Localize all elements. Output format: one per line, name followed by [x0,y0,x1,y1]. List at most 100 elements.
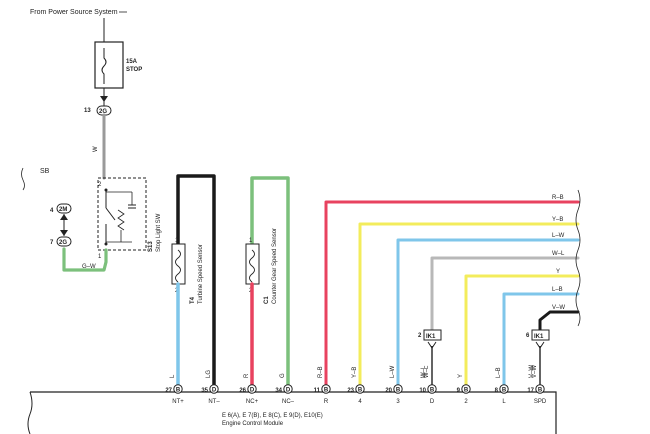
connector-2m-id: 2M [59,207,67,213]
ecm-pin-wire-label: L–B [496,367,502,378]
stop-switch-name: Stop Light SW [156,213,162,252]
ecm-connectors: E 6(A), E 7(B), E 8(C), E 9(D), E10(E) [222,413,323,419]
ecm-pin-terminal: R [324,399,329,405]
connector-2g-id: 2G [99,109,107,115]
ecm-pin-terminal: NC+ [246,399,259,405]
stop-switch-id: S13 [148,241,154,252]
ecm-pin-connector [427,384,437,394]
ik1-left-wire: W–L [421,365,427,378]
ecm-pin-connector-letter: B [430,387,435,393]
wire-label-w-l: W–L [552,251,565,257]
fuse-box [94,41,124,89]
wire-label-y: Y [556,269,560,275]
sb-label: SB [40,168,50,175]
wire-label-v-w: V–W [552,305,565,311]
connector-2g-lower-pin: 7 [50,240,54,246]
wire-gw [62,247,108,272]
wire-lg [176,174,216,388]
ecm-pin-connector [173,384,183,394]
ecm-pin-number: 17 [527,388,534,394]
ecm-pin-connector-letter: B [176,387,181,393]
ik1-left-id: IK1 [426,334,436,340]
stop-switch-pin-bottom: 1 [98,254,102,260]
ecm-pin-connector-letter: B [538,387,543,393]
ecm-pin-connector [393,384,403,394]
counter-sensor-id: C1 [264,296,270,304]
ecm-pin-connector [461,384,471,394]
ecm-break-mark [27,391,33,434]
ik1-right-pin: 6 [526,333,530,339]
turbine-sensor-name: Turbine Speed Sensor [198,244,204,304]
ecm-pin-wire-label: W–L [424,365,430,378]
ecm-pin-number: 10 [419,388,426,394]
wire-label-y-b: Y–B [552,217,563,223]
wire-y [464,274,580,388]
ecm-pin-number: 20 [385,388,392,394]
ecm-pin-wire-label: R [244,373,250,378]
ecm-pin-terminal: 4 [358,399,362,405]
connector-2m-pin: 4 [50,208,54,214]
ecm-pin-connector [247,384,257,394]
ecm-pin-wire-label: L [170,374,176,378]
ecm-pin-wire-label: LG [206,370,212,378]
wire-g [250,176,290,388]
ecm-pin-wire-label: R–B [318,366,324,378]
sb-break-mark [21,167,25,191]
turbine-pin-top: 1 [175,238,179,244]
ecm-pin-connector-letter: B [358,387,363,393]
connector-2g-lower-badge [56,236,72,247]
wire-w-label: W [93,146,99,152]
source-text: From Power Source System [30,9,118,16]
ecm-pin-number: 9 [457,388,461,394]
connector-2g-pin: 13 [84,108,91,114]
ecm-pin-wire-label: V–W [532,365,538,378]
ecm-pin-connector [321,384,331,394]
stop-switch-contact [105,207,116,221]
ecm-pin-terminal: D [430,399,435,405]
ecm-pin-number: 23 [347,388,354,394]
ecm-pin-terminal: SPD [534,399,547,405]
wire-gw-label: G–W [82,264,96,270]
ecm-pin-terminal: NT– [208,399,220,405]
stop-switch-pin-top: 2 [98,182,102,188]
ecm-pin-connector-letter: B [464,387,469,393]
ecm-pin-number: 8 [495,388,499,394]
fuse-rating: 15A [126,59,138,65]
stop-switch-capacitor [128,204,136,209]
ecm-pin-connector-letter: B [324,387,329,393]
ik1-right-wire: V–W [529,365,535,378]
wire-label-r-b: R–B [552,195,564,201]
ecm-pin-connector-letter: D [286,387,291,393]
connector-arrow-2g [100,96,108,102]
ecm-pin-connector [535,384,545,394]
stop-switch-resistor [117,209,125,231]
ecm-pin-connector-letter: B [396,387,401,393]
connector-2g-lower-id: 2G [59,240,67,246]
ecm-pin-wire-label: Y [458,374,464,378]
ecm-pin-terminal: 3 [396,399,400,405]
ecm-pin-connector [283,384,293,394]
turbine-sensor-id: T4 [190,296,196,304]
ecm-pin-connector-letter: D [250,387,255,393]
ecm-pin-wire-label: Y–B [352,367,358,378]
ik1-right-id: IK1 [534,334,544,340]
fuse-name: STOP [126,67,142,73]
ecm-pin-number: 34 [275,388,282,394]
wire-r-b [324,200,580,388]
ecm-pin-terminal: 2 [464,399,468,405]
ecm-pin-connector-letter: B [502,387,507,393]
fuse-element [101,48,107,84]
ecm-pin-connector [499,384,509,394]
wire-l-b [502,292,580,388]
ecm-pin-wire-label: L–W [390,365,396,378]
ecm-pin-number: 26 [239,388,246,394]
wire-l-w [396,238,580,388]
ecm-pin-connector-letter: D [212,387,217,393]
counter-sensor-coil [249,249,255,283]
ecm-pin-number: 35 [201,388,208,394]
ecm-pin-terminal: L [502,399,506,405]
counter-pin-top: 1 [249,238,253,244]
ecm-pin-wire-label: G [280,373,286,378]
